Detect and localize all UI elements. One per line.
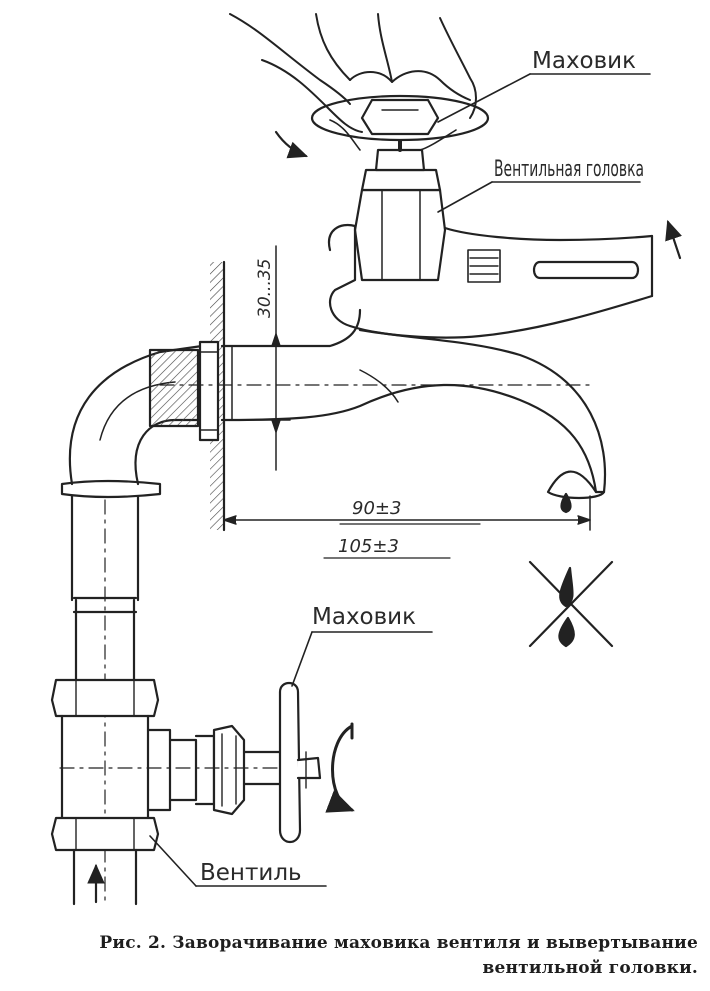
figure-caption-line1: Рис. 2. Заворачивание маховика вентиля и… xyxy=(99,933,698,953)
wrench xyxy=(327,223,654,339)
figure-caption-line2: вентильной головки. xyxy=(482,958,698,978)
faucet-body xyxy=(159,308,607,514)
dimension-height: 30...35 xyxy=(255,259,275,318)
label-valve: Вентиль xyxy=(200,860,302,886)
length-dimensions xyxy=(223,495,591,559)
label-valve-head: Вентильная головка xyxy=(494,157,644,182)
valve-head xyxy=(353,118,447,282)
top-handwheel xyxy=(310,94,490,142)
label-handwheel-bottom: Маховик xyxy=(312,604,416,630)
counterclockwise-arrow xyxy=(325,724,355,813)
handwheel-rotation-arrow xyxy=(274,130,309,159)
hand-illustration xyxy=(229,13,477,151)
dimension-length-short: 90±3 xyxy=(352,498,401,519)
wrench-rotation-arrow xyxy=(665,219,682,260)
lower-handwheel xyxy=(278,681,322,844)
height-dimension xyxy=(229,245,291,471)
no-drip-sign xyxy=(528,560,614,648)
dimension-length-long: 105±3 xyxy=(338,536,399,557)
supply-pipe xyxy=(60,340,220,901)
leader-lines xyxy=(149,73,651,887)
label-handwheel-top: Маховик xyxy=(532,48,636,74)
lower-valve xyxy=(50,678,301,906)
